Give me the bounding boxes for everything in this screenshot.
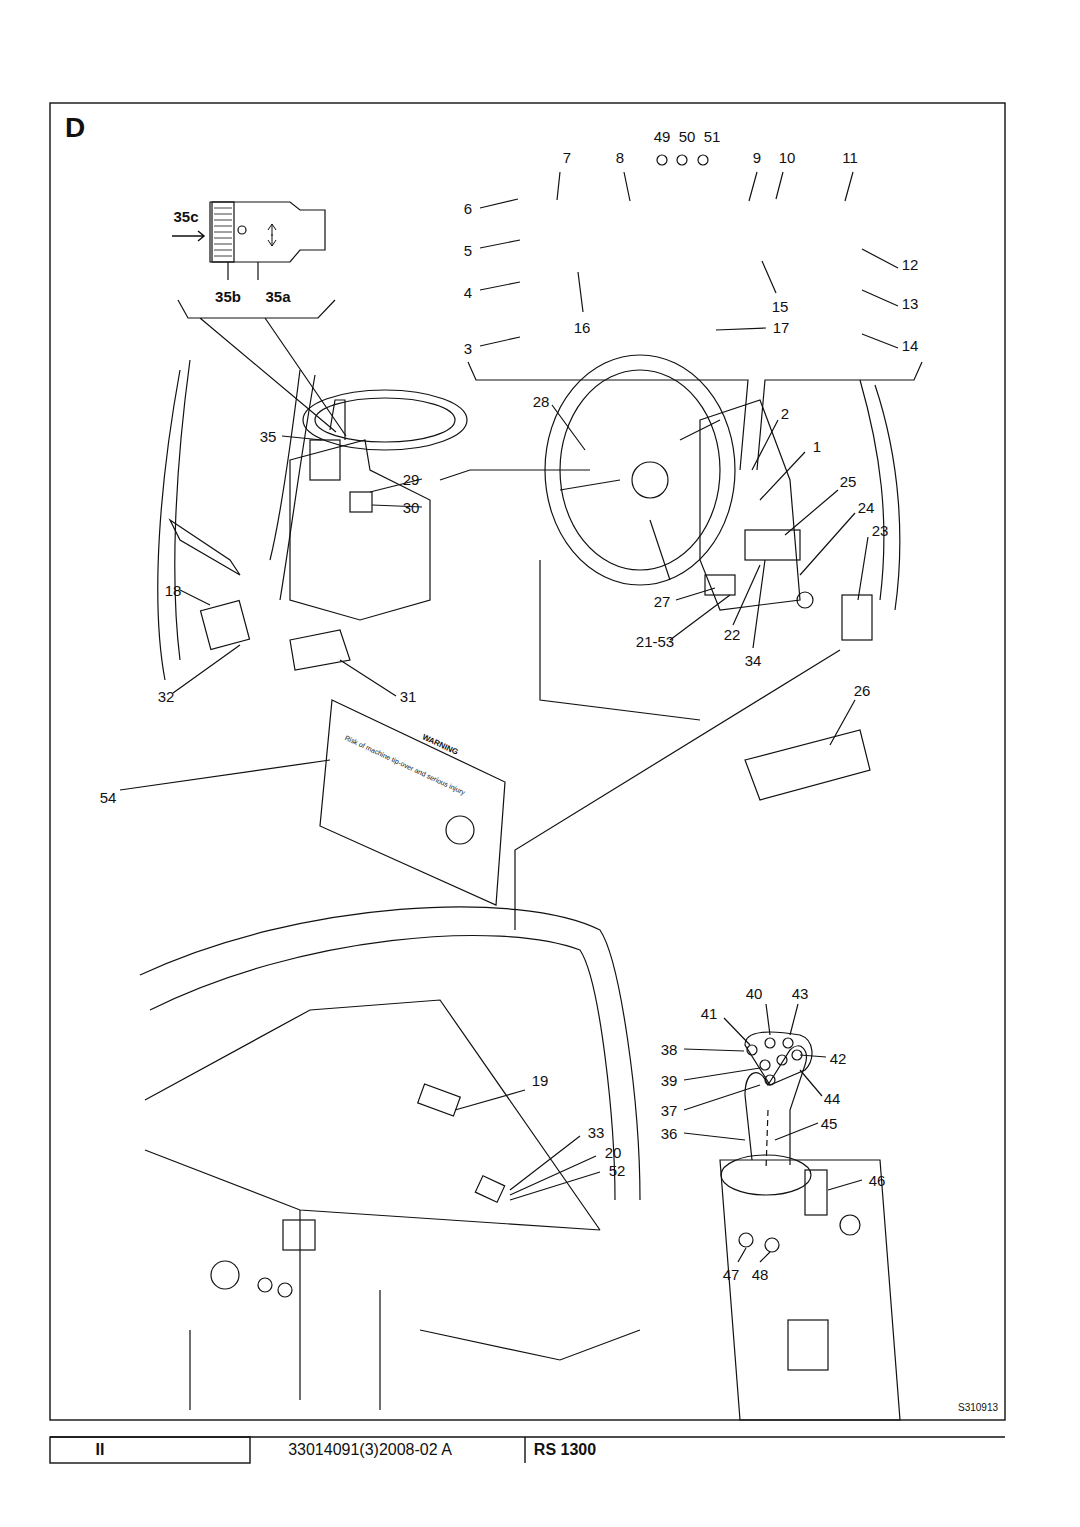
- callout-number: 14: [902, 338, 919, 353]
- callout-number: 19: [532, 1073, 549, 1088]
- callout-number: 30: [403, 500, 420, 515]
- callout-number: 21-53: [636, 634, 674, 649]
- callout-number: 35: [260, 429, 277, 444]
- callout-number: 13: [902, 296, 919, 311]
- callout-number: 35b: [215, 289, 241, 304]
- footer-model: RS 1300: [534, 1442, 596, 1458]
- callout-number: 26: [854, 683, 871, 698]
- callout-number: 52: [609, 1163, 626, 1178]
- callout-number: 15: [772, 299, 789, 314]
- callout-number: 7: [563, 150, 571, 165]
- callout-number: 32: [158, 689, 175, 704]
- callout-number: 40: [746, 986, 763, 1001]
- callout-number: 5: [464, 243, 472, 258]
- callout-number: 3: [464, 341, 472, 356]
- callout-number: 20: [605, 1145, 622, 1160]
- callout-number: 1: [813, 439, 821, 454]
- callout-number: 37: [661, 1103, 678, 1118]
- callout-number: 23: [872, 523, 889, 538]
- callout-number: 41: [701, 1006, 718, 1021]
- callout-number: 39: [661, 1073, 678, 1088]
- callout-number: 9: [753, 150, 761, 165]
- callout-number: 22: [724, 627, 741, 642]
- callout-number: 46: [869, 1173, 886, 1188]
- callout-number: 31: [400, 689, 417, 704]
- callout-number: 33: [588, 1125, 605, 1140]
- callout-number: 35a: [265, 289, 290, 304]
- callout-number: 47: [723, 1267, 740, 1282]
- callout-number: 50: [679, 129, 696, 144]
- callout-number: 42: [830, 1051, 847, 1066]
- callout-number: 27: [654, 594, 671, 609]
- footer-document-number: 33014091(3)2008-02 A: [288, 1442, 452, 1458]
- callout-number: 10: [779, 150, 796, 165]
- callout-number: 43: [792, 986, 809, 1001]
- callout-number: 44: [824, 1091, 841, 1106]
- footer-section: II: [96, 1442, 105, 1458]
- callout-number: 29: [403, 472, 420, 487]
- callout-number: 16: [574, 320, 591, 335]
- callout-number: 49: [654, 129, 671, 144]
- callout-number: 51: [704, 129, 721, 144]
- callout-number: 38: [661, 1042, 678, 1057]
- panel-letter: D: [65, 114, 85, 142]
- callout-number: 45: [821, 1116, 838, 1131]
- callout-number: 8: [616, 150, 624, 165]
- callout-number: 12: [902, 257, 919, 272]
- callout-number: 36: [661, 1126, 678, 1141]
- callout-number: 11: [842, 150, 858, 165]
- callout-number: 35c: [173, 209, 198, 224]
- callout-number: 28: [533, 394, 550, 409]
- callout-number: 6: [464, 201, 472, 216]
- callout-number: 54: [100, 790, 117, 805]
- drawing-number: S310913: [958, 1403, 998, 1413]
- callout-number: 48: [752, 1267, 769, 1282]
- callout-number: 2: [781, 406, 789, 421]
- callout-number: 17: [773, 320, 790, 335]
- callout-number: 25: [840, 474, 857, 489]
- callout-number: 4: [464, 285, 472, 300]
- callout-number: 24: [858, 500, 875, 515]
- callout-number: 34: [745, 653, 762, 668]
- callout-number: 18: [165, 583, 182, 598]
